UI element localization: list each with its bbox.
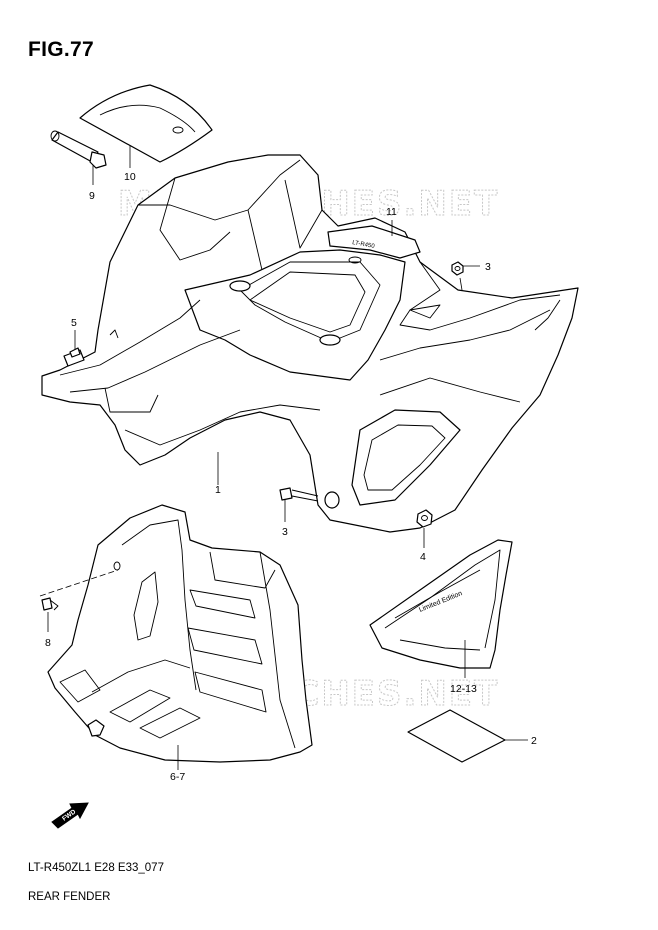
- part-3-nut-top: [451, 261, 464, 276]
- part-6-7-guard: [47, 504, 313, 763]
- callout-12-13: 12-13: [450, 683, 477, 695]
- callout-4: 4: [420, 551, 426, 563]
- callout-8: 8: [45, 637, 51, 649]
- part-4-nut: [416, 509, 433, 528]
- part-9-bolt: [50, 130, 107, 169]
- forward-arrow-icon: FWD: [51, 802, 89, 829]
- figure-name: REAR FENDER: [28, 891, 111, 903]
- part-8-screw: [41, 597, 59, 611]
- callout-11: 11: [386, 206, 397, 218]
- callout-3-mid: 3: [282, 526, 288, 538]
- part-2-sheet: [407, 709, 506, 763]
- part-12-13-decal: Limited Edition: [369, 539, 513, 669]
- figure-title: FIG.77: [28, 38, 94, 61]
- lead-3-top-b: [459, 277, 463, 291]
- callout-2: 2: [531, 735, 537, 747]
- lead-8-dash: [39, 569, 119, 597]
- callout-5: 5: [71, 317, 77, 329]
- part-3-bolt-mid: [279, 487, 319, 502]
- callout-3-top: 3: [485, 261, 491, 273]
- part-10-pad: [79, 84, 213, 163]
- callout-9: 9: [89, 190, 95, 202]
- callout-6-7: 6-7: [170, 771, 185, 783]
- trunk-decal-text: LT-R450: [352, 240, 376, 250]
- callout-10: 10: [124, 171, 136, 183]
- callout-1: 1: [215, 484, 221, 496]
- figure-code: LT-R450ZL1 E28 E33_077: [28, 862, 164, 874]
- part-1-rear-fender: LT-R450: [41, 154, 579, 533]
